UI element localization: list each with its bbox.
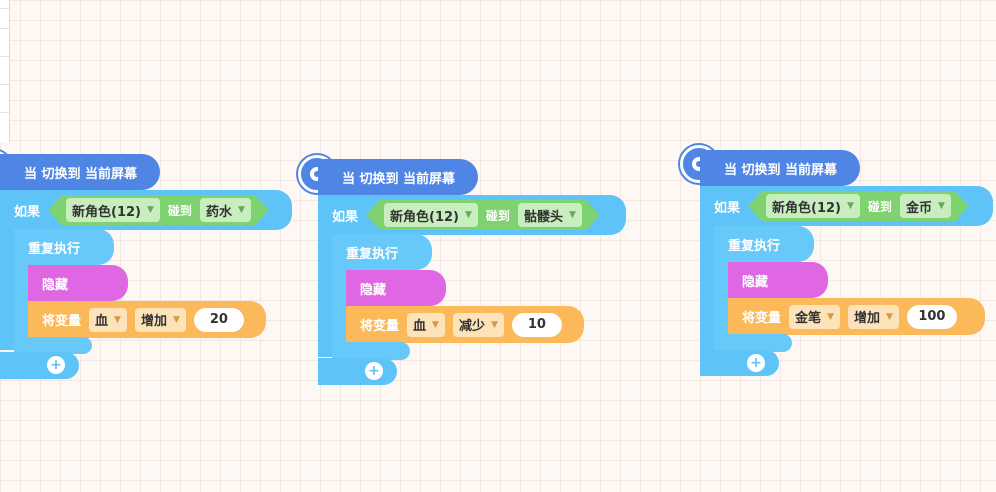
chevron-down-icon: ▼ <box>432 319 439 330</box>
target-dropdown[interactable]: 药水▼ <box>200 198 251 222</box>
plus-icon[interactable]: + <box>47 356 65 374</box>
loop-left-arm <box>332 269 346 345</box>
hide-label: 隐藏 <box>42 277 69 293</box>
hat-label: 当 切换到 当前屏幕 <box>724 162 838 178</box>
variable-dropdown[interactable]: 血▼ <box>407 312 445 337</box>
chevron-down-icon: ▼ <box>490 319 498 330</box>
touch-label: 碰到 <box>867 199 892 214</box>
chevron-down-icon: ▼ <box>114 314 121 325</box>
change-variable-block[interactable]: 将变量 血▼ 减少▼ 10 <box>346 306 584 343</box>
chevron-down-icon: ▼ <box>147 205 154 215</box>
plus-icon[interactable]: + <box>365 362 383 380</box>
if-foot: + <box>318 358 397 385</box>
hat-block-screen-switch[interactable]: 当 切换到 当前屏幕 <box>0 154 160 190</box>
sprite-dropdown[interactable]: 新角色(12)▼ <box>384 203 478 227</box>
hide-label: 隐藏 <box>360 282 387 298</box>
if-label: 如果 <box>332 209 359 225</box>
hat-label: 当 切换到 当前屏幕 <box>342 171 456 187</box>
sprite-dropdown[interactable]: 新角色(12)▼ <box>66 198 160 222</box>
loop-left-arm <box>714 261 728 337</box>
hat-label: 当 切换到 当前屏幕 <box>24 166 138 182</box>
touch-label: 碰到 <box>485 208 510 223</box>
hide-block[interactable]: 隐藏 <box>728 262 828 298</box>
repeat-forever-block[interactable]: 重复执行 <box>14 229 114 265</box>
loop-foot <box>332 342 410 360</box>
left-panel-edge <box>0 0 10 142</box>
hide-block[interactable]: 隐藏 <box>346 270 446 306</box>
loop-label: 重复执行 <box>346 246 399 262</box>
operation-dropdown[interactable]: 增加▼ <box>847 304 899 329</box>
if-label: 如果 <box>714 200 741 216</box>
repeat-forever-block[interactable]: 重复执行 <box>714 226 814 262</box>
chevron-down-icon: ▼ <box>568 210 576 220</box>
loop-foot <box>14 337 92 354</box>
if-left-arm <box>700 224 714 351</box>
target-dropdown[interactable]: 骷髅头▼ <box>518 203 582 227</box>
if-block[interactable]: 如果 新角色(12)▼ 碰到 骷髅头▼ <box>318 195 626 235</box>
variable-dropdown[interactable]: 金笔▼ <box>789 304 840 329</box>
repeat-forever-block[interactable]: 重复执行 <box>332 234 432 270</box>
loop-foot <box>714 334 792 352</box>
loop-label: 重复执行 <box>728 238 781 254</box>
target-dropdown[interactable]: 金币▼ <box>900 194 951 218</box>
value-input[interactable]: 100 <box>906 304 957 329</box>
chevron-down-icon: ▼ <box>937 201 945 211</box>
loop-label: 重复执行 <box>28 241 81 257</box>
if-foot: + <box>700 350 779 376</box>
touch-condition[interactable]: 新角色(12)▼ 碰到 骷髅头▼ <box>366 200 600 230</box>
chevron-down-icon: ▼ <box>885 311 893 322</box>
if-foot: + <box>0 352 79 379</box>
operation-dropdown[interactable]: 减少▼ <box>452 312 504 337</box>
touch-condition[interactable]: 新角色(12)▼ 碰到 金币▼ <box>748 191 969 221</box>
touch-label: 碰到 <box>167 203 192 218</box>
if-block[interactable]: 如果 新角色(12)▼ 碰到 金币▼ <box>700 186 993 226</box>
hat-block-screen-switch[interactable]: 当 切换到 当前屏幕 <box>318 159 478 195</box>
if-block[interactable]: 如果 新角色(12)▼ 碰到 药水▼ <box>0 190 292 230</box>
change-variable-block[interactable]: 将变量 金笔▼ 增加▼ 100 <box>728 298 985 335</box>
hat-block-screen-switch[interactable]: 当 切换到 当前屏幕 <box>700 150 860 186</box>
hide-label: 隐藏 <box>742 274 769 290</box>
value-input[interactable]: 10 <box>511 312 562 337</box>
hide-block[interactable]: 隐藏 <box>28 265 128 301</box>
change-var-label: 将变量 <box>360 319 400 334</box>
touch-condition[interactable]: 新角色(12)▼ 碰到 药水▼ <box>48 195 269 225</box>
change-variable-block[interactable]: 将变量 血▼ 增加▼ 20 <box>28 301 266 338</box>
chevron-down-icon: ▼ <box>465 210 472 220</box>
sprite-dropdown[interactable]: 新角色(12)▼ <box>766 194 860 218</box>
chevron-down-icon: ▼ <box>172 314 180 325</box>
loop-left-arm <box>14 264 28 338</box>
change-var-label: 将变量 <box>742 311 782 326</box>
chevron-down-icon: ▼ <box>827 311 834 322</box>
plus-icon[interactable]: + <box>747 354 765 372</box>
chevron-down-icon: ▼ <box>847 201 854 211</box>
if-left-arm <box>0 228 14 350</box>
operation-dropdown[interactable]: 增加▼ <box>134 307 186 332</box>
if-left-arm <box>318 233 332 357</box>
if-label: 如果 <box>14 204 41 220</box>
variable-dropdown[interactable]: 血▼ <box>89 307 127 332</box>
change-var-label: 将变量 <box>42 314 82 329</box>
value-input[interactable]: 20 <box>193 307 244 332</box>
chevron-down-icon: ▼ <box>237 205 245 215</box>
